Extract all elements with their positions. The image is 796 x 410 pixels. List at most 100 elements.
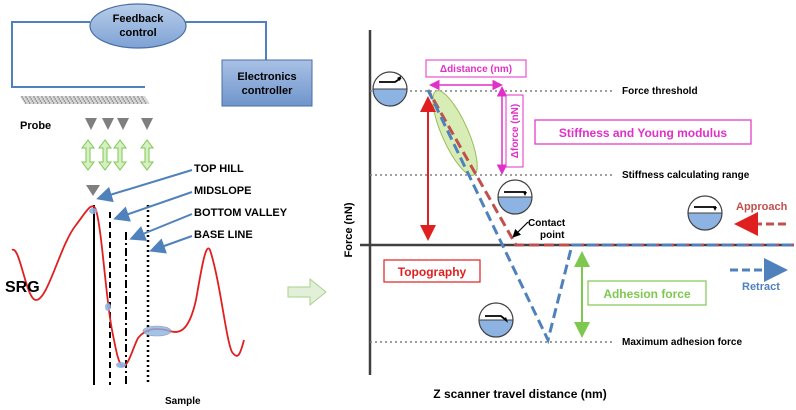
x-axis-label: Z scanner travel distance (nm) (433, 387, 606, 401)
bottom-valley-pointer (129, 213, 193, 241)
probe-dot (60, 102, 63, 104)
y-axis-label: Force (nN) (343, 202, 355, 257)
probe-dot (122, 98, 125, 100)
probe-dot (76, 102, 79, 104)
probe-dot (84, 102, 87, 104)
retract-label: Retract (742, 281, 780, 293)
probe-dot (113, 96, 115, 98)
contact-mark-top (89, 208, 97, 214)
probe-dot (36, 102, 39, 104)
surface-profile-curve (11, 205, 245, 367)
probe-dot (48, 102, 51, 104)
probe-dot (34, 98, 37, 100)
probe-dot (28, 102, 31, 104)
probe-dot (33, 96, 35, 98)
midslope-label: MIDSLOPE (194, 185, 251, 197)
probe-dot (54, 98, 57, 100)
probe-dot (39, 100, 42, 102)
stiffness-box (534, 119, 752, 145)
probe-dot (118, 98, 121, 100)
probe-dot (137, 96, 139, 98)
probe-dot (58, 98, 61, 100)
probe-dot (66, 98, 69, 100)
probe-dot (53, 96, 55, 98)
left-panel: Feedback control Electronics controller … (5, 3, 313, 407)
probe-dot (96, 102, 99, 104)
probe-dot (86, 98, 89, 100)
probe-dot (46, 98, 49, 100)
probe-dot (142, 98, 145, 100)
probe-dot (134, 98, 137, 100)
probe-tips (85, 118, 153, 130)
probe-dot (27, 100, 30, 102)
probe-dot (124, 102, 127, 104)
probe-dot (73, 96, 75, 98)
probe-dot (44, 102, 47, 104)
probe-dot (136, 102, 139, 104)
probe-dot (139, 100, 142, 102)
probe-dot (82, 98, 85, 100)
probe-dot (105, 96, 107, 98)
probe-dot (80, 102, 83, 104)
probe-dot (121, 96, 123, 98)
probe-dot (135, 100, 138, 102)
probe-dot (144, 102, 147, 104)
delta-force-label: Δforce (nN) (510, 104, 521, 158)
electronics-label-line2: controller (242, 85, 293, 97)
probe-dot (64, 102, 67, 104)
max-adhesion-label: Maximum adhesion force (622, 337, 742, 348)
probe-dot (69, 96, 71, 98)
probe-dot (116, 102, 119, 104)
probe-dot (49, 96, 51, 98)
probe-dot (59, 100, 62, 102)
contact-mark-mid (105, 303, 111, 311)
probe-dot-pattern (21, 96, 147, 104)
base-line-pointer (149, 235, 193, 254)
probe-dot (132, 102, 135, 104)
probe-dot (109, 96, 111, 98)
probe-dot (98, 98, 101, 100)
probe-dot (45, 96, 47, 98)
stiffness-box-label: Stiffness and Young modulus (559, 126, 728, 140)
probe-dot (68, 102, 71, 104)
probe-dot (130, 98, 133, 100)
probe-dot (107, 100, 110, 102)
probe-dot (56, 102, 59, 104)
sample-label: Sample (165, 396, 201, 407)
approach-label: Approach (736, 201, 788, 213)
probe-dot (138, 98, 141, 100)
feedback-label-line2: control (119, 27, 156, 39)
topography-box (383, 259, 481, 283)
probe-dot (89, 96, 91, 98)
electronics-label-line1: Electronics (237, 71, 296, 83)
electronics-controller-box (221, 59, 313, 107)
delta-distance-box (425, 59, 527, 78)
probe-dot (23, 100, 26, 102)
probe-dot (52, 102, 55, 104)
probe-dot (110, 98, 113, 100)
probe-dot (143, 100, 146, 102)
probe-dot (50, 98, 53, 100)
probe-dot (127, 100, 130, 102)
probe-dot (95, 100, 98, 102)
probe-dot (24, 102, 27, 104)
probe-dot (42, 98, 45, 100)
probe-dot (120, 102, 123, 104)
probe-dot (70, 98, 73, 100)
probe-dot (55, 100, 58, 102)
probe-dot (102, 98, 105, 100)
probe-dot (88, 102, 91, 104)
probe-dot (72, 102, 75, 104)
probe-dot (25, 96, 27, 98)
probe-dot (93, 96, 95, 98)
probe-dot (65, 96, 67, 98)
probe-dot (99, 100, 102, 102)
probe-dot (106, 98, 109, 100)
probe-dot (100, 102, 103, 104)
cantilever-state-threshold (372, 71, 408, 107)
bottom-valley-label: BOTTOM VALLEY (194, 207, 288, 219)
probe-dot (117, 96, 119, 98)
probe-dot (35, 100, 38, 102)
probe-dot (101, 96, 103, 98)
probe-dot (67, 100, 70, 102)
